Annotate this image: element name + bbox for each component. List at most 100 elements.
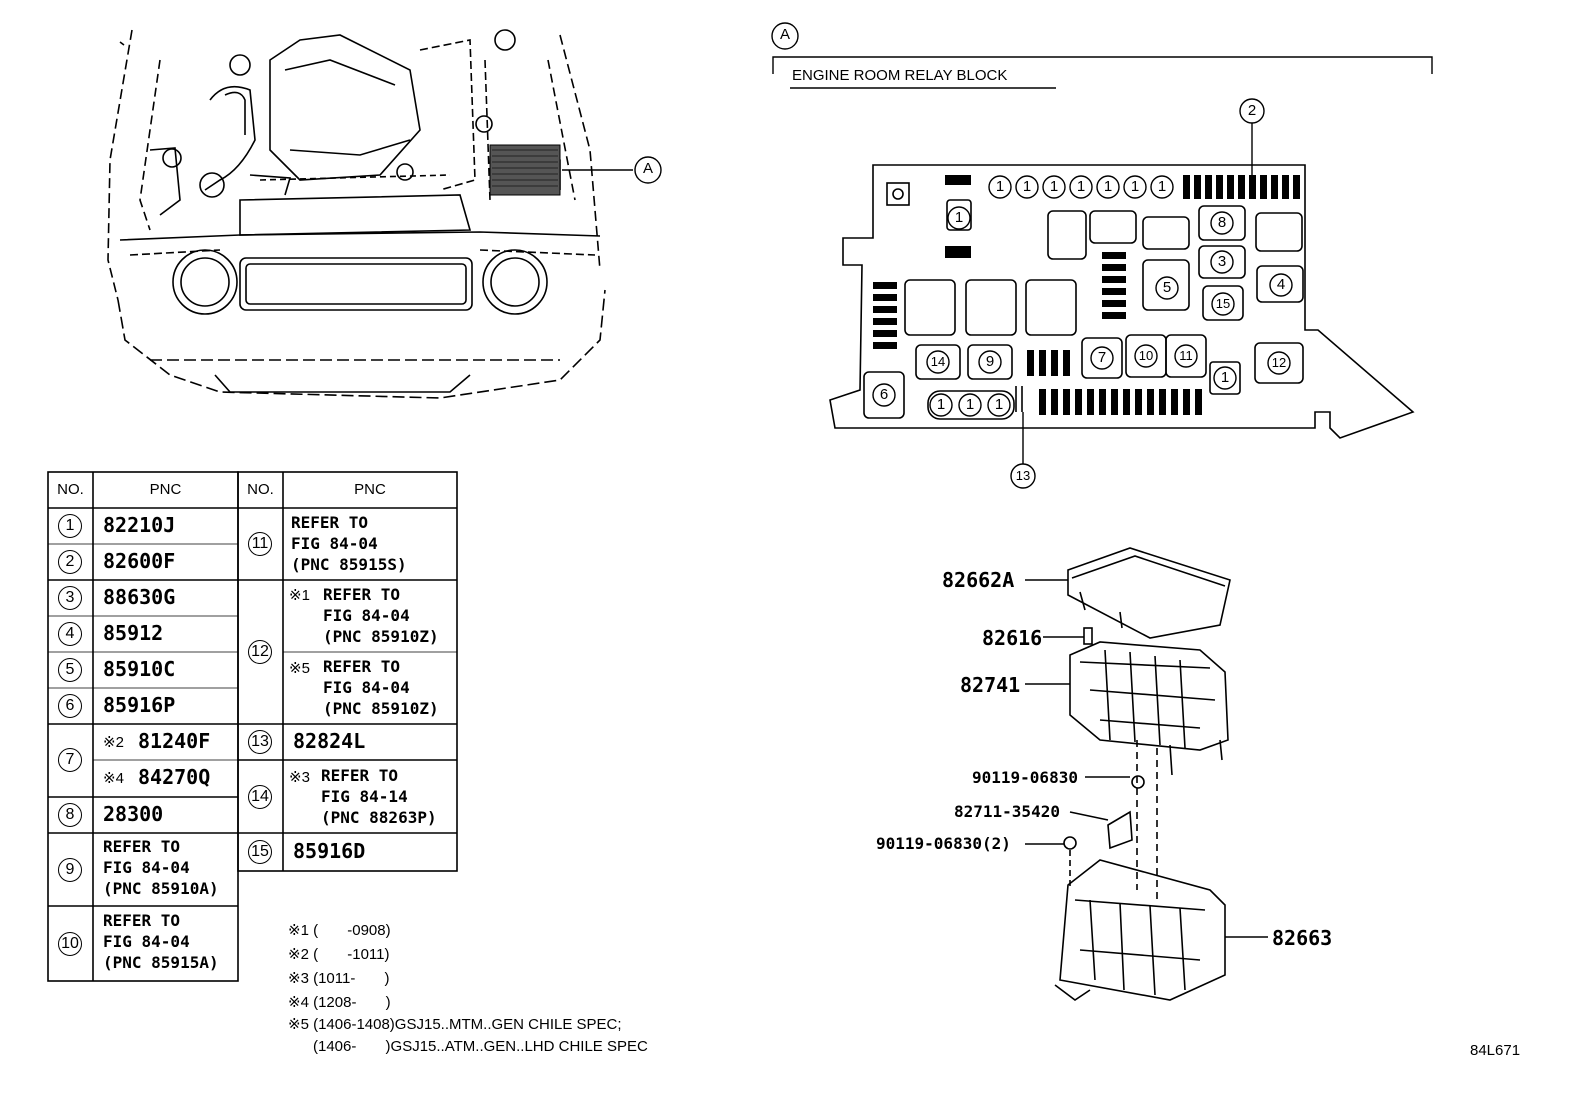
block-10: 10	[1138, 348, 1154, 363]
row-pnc-line: REFER TO	[323, 657, 401, 676]
header-no-left: NO.	[57, 481, 84, 498]
section-title: ENGINE ROOM RELAY BLOCK	[792, 67, 1008, 84]
block-5: 5	[1162, 279, 1172, 296]
row-pnc-line: (PNC 85915A)	[103, 953, 219, 972]
row-pnc-line: (PNC 85910Z)	[323, 627, 439, 646]
block-14: 14	[930, 354, 946, 369]
block-fuse-1e: 1	[1103, 178, 1113, 195]
block-bottom-1a: 1	[936, 396, 946, 413]
part-bolt1-label: 90119-06830	[972, 768, 1078, 787]
part-block-label: 82741	[960, 673, 1021, 697]
block-6: 6	[879, 386, 889, 403]
row-mark: ※5	[289, 660, 310, 677]
header-no-right: NO.	[247, 481, 274, 498]
footnote: ※5 (1406-1408)GSJ15..MTM..GEN CHILE SPEC…	[288, 1016, 622, 1033]
row-pnc-line: FIG 84-04	[323, 606, 410, 625]
row-pnc-line: FIG 84-04	[103, 932, 190, 951]
header-pnc-right: PNC	[354, 481, 386, 498]
block-9: 9	[985, 353, 995, 370]
row-pnc: 84270Q	[138, 765, 211, 789]
row-pnc: 85912	[103, 621, 164, 645]
block-fuse-1g: 1	[1157, 178, 1167, 195]
row-pnc: 28300	[103, 802, 164, 826]
row-no: 8	[58, 803, 82, 827]
row-pnc: 85910C	[103, 657, 176, 681]
row-no: 4	[58, 622, 82, 646]
row-pnc-line: REFER TO	[323, 585, 401, 604]
footnote: (1406- )GSJ15..ATM..GEN..LHD CHILE SPEC	[288, 1038, 648, 1055]
engine-callout-a: A	[642, 160, 653, 177]
footnote: ※2 ( -1011)	[288, 946, 390, 963]
block-bottom-1b: 1	[965, 396, 975, 413]
block-fuse-1d: 1	[1076, 178, 1086, 195]
row-pnc: 82824L	[293, 729, 366, 753]
row-pnc-line: (PNC 85915S)	[291, 555, 407, 574]
row-pnc: 81240F	[138, 729, 211, 753]
figure-code: 84L671	[1470, 1042, 1521, 1059]
row-pnc-line: FIG 84-14	[321, 787, 408, 806]
row-pnc-line: FIG 84-04	[291, 534, 378, 553]
block-15: 15	[1215, 296, 1231, 311]
row-mark: ※1	[289, 587, 310, 604]
row-no: 13	[248, 730, 272, 754]
section-callout-a: A	[779, 26, 790, 43]
block-11: 11	[1179, 348, 1193, 363]
part-fuse-label: 82616	[982, 626, 1043, 650]
block-bottom-1c: 1	[994, 396, 1004, 413]
row-no: 12	[248, 640, 272, 664]
row-pnc-line: FIG 84-04	[323, 678, 410, 697]
row-no: 1	[58, 514, 82, 538]
block-left-fuse-1: 1	[954, 209, 964, 226]
row-no: 7	[58, 748, 82, 772]
row-pnc: 82600F	[103, 549, 176, 573]
part-cover-label: 82662A	[942, 568, 1015, 592]
part-case-label: 82663	[1272, 926, 1333, 950]
block-12: 12	[1271, 355, 1287, 370]
row-no: 15	[248, 840, 272, 864]
block-fuse-1c: 1	[1049, 178, 1059, 195]
row-mark: ※3	[289, 769, 310, 786]
row-pnc-line: REFER TO	[103, 837, 181, 856]
row-pnc-line: (PNC 88263P)	[321, 808, 437, 827]
row-no: 11	[248, 532, 272, 556]
footnote: ※3 (1011- )	[288, 970, 390, 987]
block-fuse-1a: 1	[995, 178, 1005, 195]
row-no: 6	[58, 694, 82, 718]
row-pnc-line: REFER TO	[291, 513, 369, 532]
part-bolt2-label: 90119-06830(2)	[876, 834, 1011, 853]
row-pnc-line: REFER TO	[321, 766, 399, 785]
footnote: ※1 ( -0908)	[288, 922, 391, 939]
row-pnc-line: (PNC 85910A)	[103, 879, 219, 898]
block-8: 8	[1217, 214, 1227, 231]
block-4: 4	[1276, 276, 1286, 293]
row-pnc: 85916D	[293, 839, 366, 863]
row-no: 10	[58, 932, 82, 956]
block-fuse-1b: 1	[1022, 178, 1032, 195]
row-pnc-line: FIG 84-04	[103, 858, 190, 877]
row-pnc: 82210J	[103, 513, 176, 537]
part-bracket-label: 82711-35420	[954, 802, 1060, 821]
row-mark: ※2	[103, 734, 124, 751]
row-mark: ※4	[103, 770, 124, 787]
footnote: ※4 (1208- )	[288, 994, 391, 1011]
row-no: 3	[58, 586, 82, 610]
block-fuse-1f: 1	[1130, 178, 1140, 195]
block-7: 7	[1097, 349, 1107, 366]
block-1-lower: 1	[1220, 369, 1230, 386]
leader-2: 2	[1247, 102, 1257, 119]
leader-13: 13	[1015, 468, 1031, 483]
row-pnc: 85916P	[103, 693, 176, 717]
row-no: 5	[58, 658, 82, 682]
row-pnc-line: REFER TO	[103, 911, 181, 930]
row-no: 2	[58, 550, 82, 574]
header-pnc-left: PNC	[149, 481, 182, 498]
row-pnc-line: (PNC 85910Z)	[323, 699, 439, 718]
row-no: 9	[58, 858, 82, 882]
row-no: 14	[248, 785, 272, 809]
block-3: 3	[1217, 253, 1227, 270]
